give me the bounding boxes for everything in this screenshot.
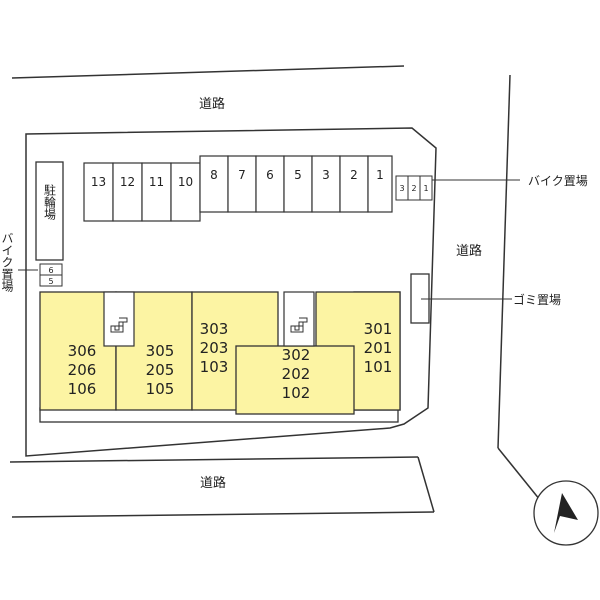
parking-slot <box>199 155 229 213</box>
road-lines <box>9 65 541 518</box>
unit-number: 202 <box>282 365 311 383</box>
north-arrow-icon <box>533 480 599 546</box>
parking-slot-label: 13 <box>91 175 106 189</box>
stairs-right-icon <box>290 317 308 333</box>
unit-number: 206 <box>68 361 97 379</box>
parking-slot <box>141 162 172 222</box>
leader-lines <box>18 179 520 300</box>
parking-slot-label: 11 <box>149 175 164 189</box>
stairwell-left <box>103 291 135 347</box>
parking-slots: 13 12 11 10 8 7 6 5 3 2 1 <box>83 155 393 222</box>
parking-slot <box>311 155 341 213</box>
parking-slot <box>367 155 393 213</box>
unit-number: 305 <box>146 342 175 360</box>
bike-slot-label: 6 <box>48 266 53 275</box>
parking-slot-label: 8 <box>210 168 218 182</box>
road-label-right: 道路 <box>456 243 482 259</box>
garbage-label: ゴミ置場 <box>513 292 561 307</box>
bike-parking-left-label: バイク置場 <box>0 232 14 293</box>
unit-number: 301 <box>364 320 393 338</box>
unit-number: 302 <box>282 346 311 364</box>
unit-number: 205 <box>146 361 175 379</box>
unit-number: 106 <box>68 380 97 398</box>
bike-slot <box>419 175 433 201</box>
stairwell-right <box>283 291 315 347</box>
parking-slot-label: 7 <box>238 168 246 182</box>
parking-slot-label: 6 <box>266 168 274 182</box>
unit-number: 201 <box>364 339 393 357</box>
parking-slot <box>227 155 257 213</box>
unit-number: 303 <box>200 320 229 338</box>
parking-slot-label: 2 <box>350 168 358 182</box>
stairs-left-icon <box>110 317 128 333</box>
bike-parking-right-label: バイク置場 <box>528 174 588 188</box>
parking-slot <box>170 162 201 222</box>
bike-slot-label: 1 <box>423 184 428 193</box>
parking-slot <box>339 155 369 213</box>
bicycle-parking-label: 駐輪場 <box>43 183 57 221</box>
bike-slot-label: 2 <box>411 184 416 193</box>
parking-slot-label: 10 <box>178 175 193 189</box>
unit-302 <box>235 345 355 415</box>
bike-slots-left: 65 <box>39 263 63 287</box>
bike-slot-label: 5 <box>48 277 53 286</box>
unit-number: 102 <box>282 384 311 402</box>
unit-number: 103 <box>200 358 229 376</box>
bike-slot <box>39 274 63 287</box>
parking-slot <box>255 155 285 213</box>
unit-number: 101 <box>364 358 393 376</box>
parking-slot-label: 5 <box>294 168 302 182</box>
bike-slot-label: 3 <box>399 184 404 193</box>
parking-slot-label: 3 <box>322 168 330 182</box>
stairwells <box>103 291 315 347</box>
unit-number: 105 <box>146 380 175 398</box>
parking-slot <box>283 155 313 213</box>
bicycle-parking: 駐輪場 <box>35 161 64 261</box>
unit-number: 203 <box>200 339 229 357</box>
unit-number: 306 <box>68 342 97 360</box>
parking-slot <box>83 162 114 222</box>
road-label-bottom: 道路 <box>200 475 226 491</box>
road-label-top: 道路 <box>199 96 225 112</box>
parking-slot-label: 12 <box>120 175 135 189</box>
parking-slot <box>112 162 143 222</box>
parking-slot-label: 1 <box>376 168 384 182</box>
